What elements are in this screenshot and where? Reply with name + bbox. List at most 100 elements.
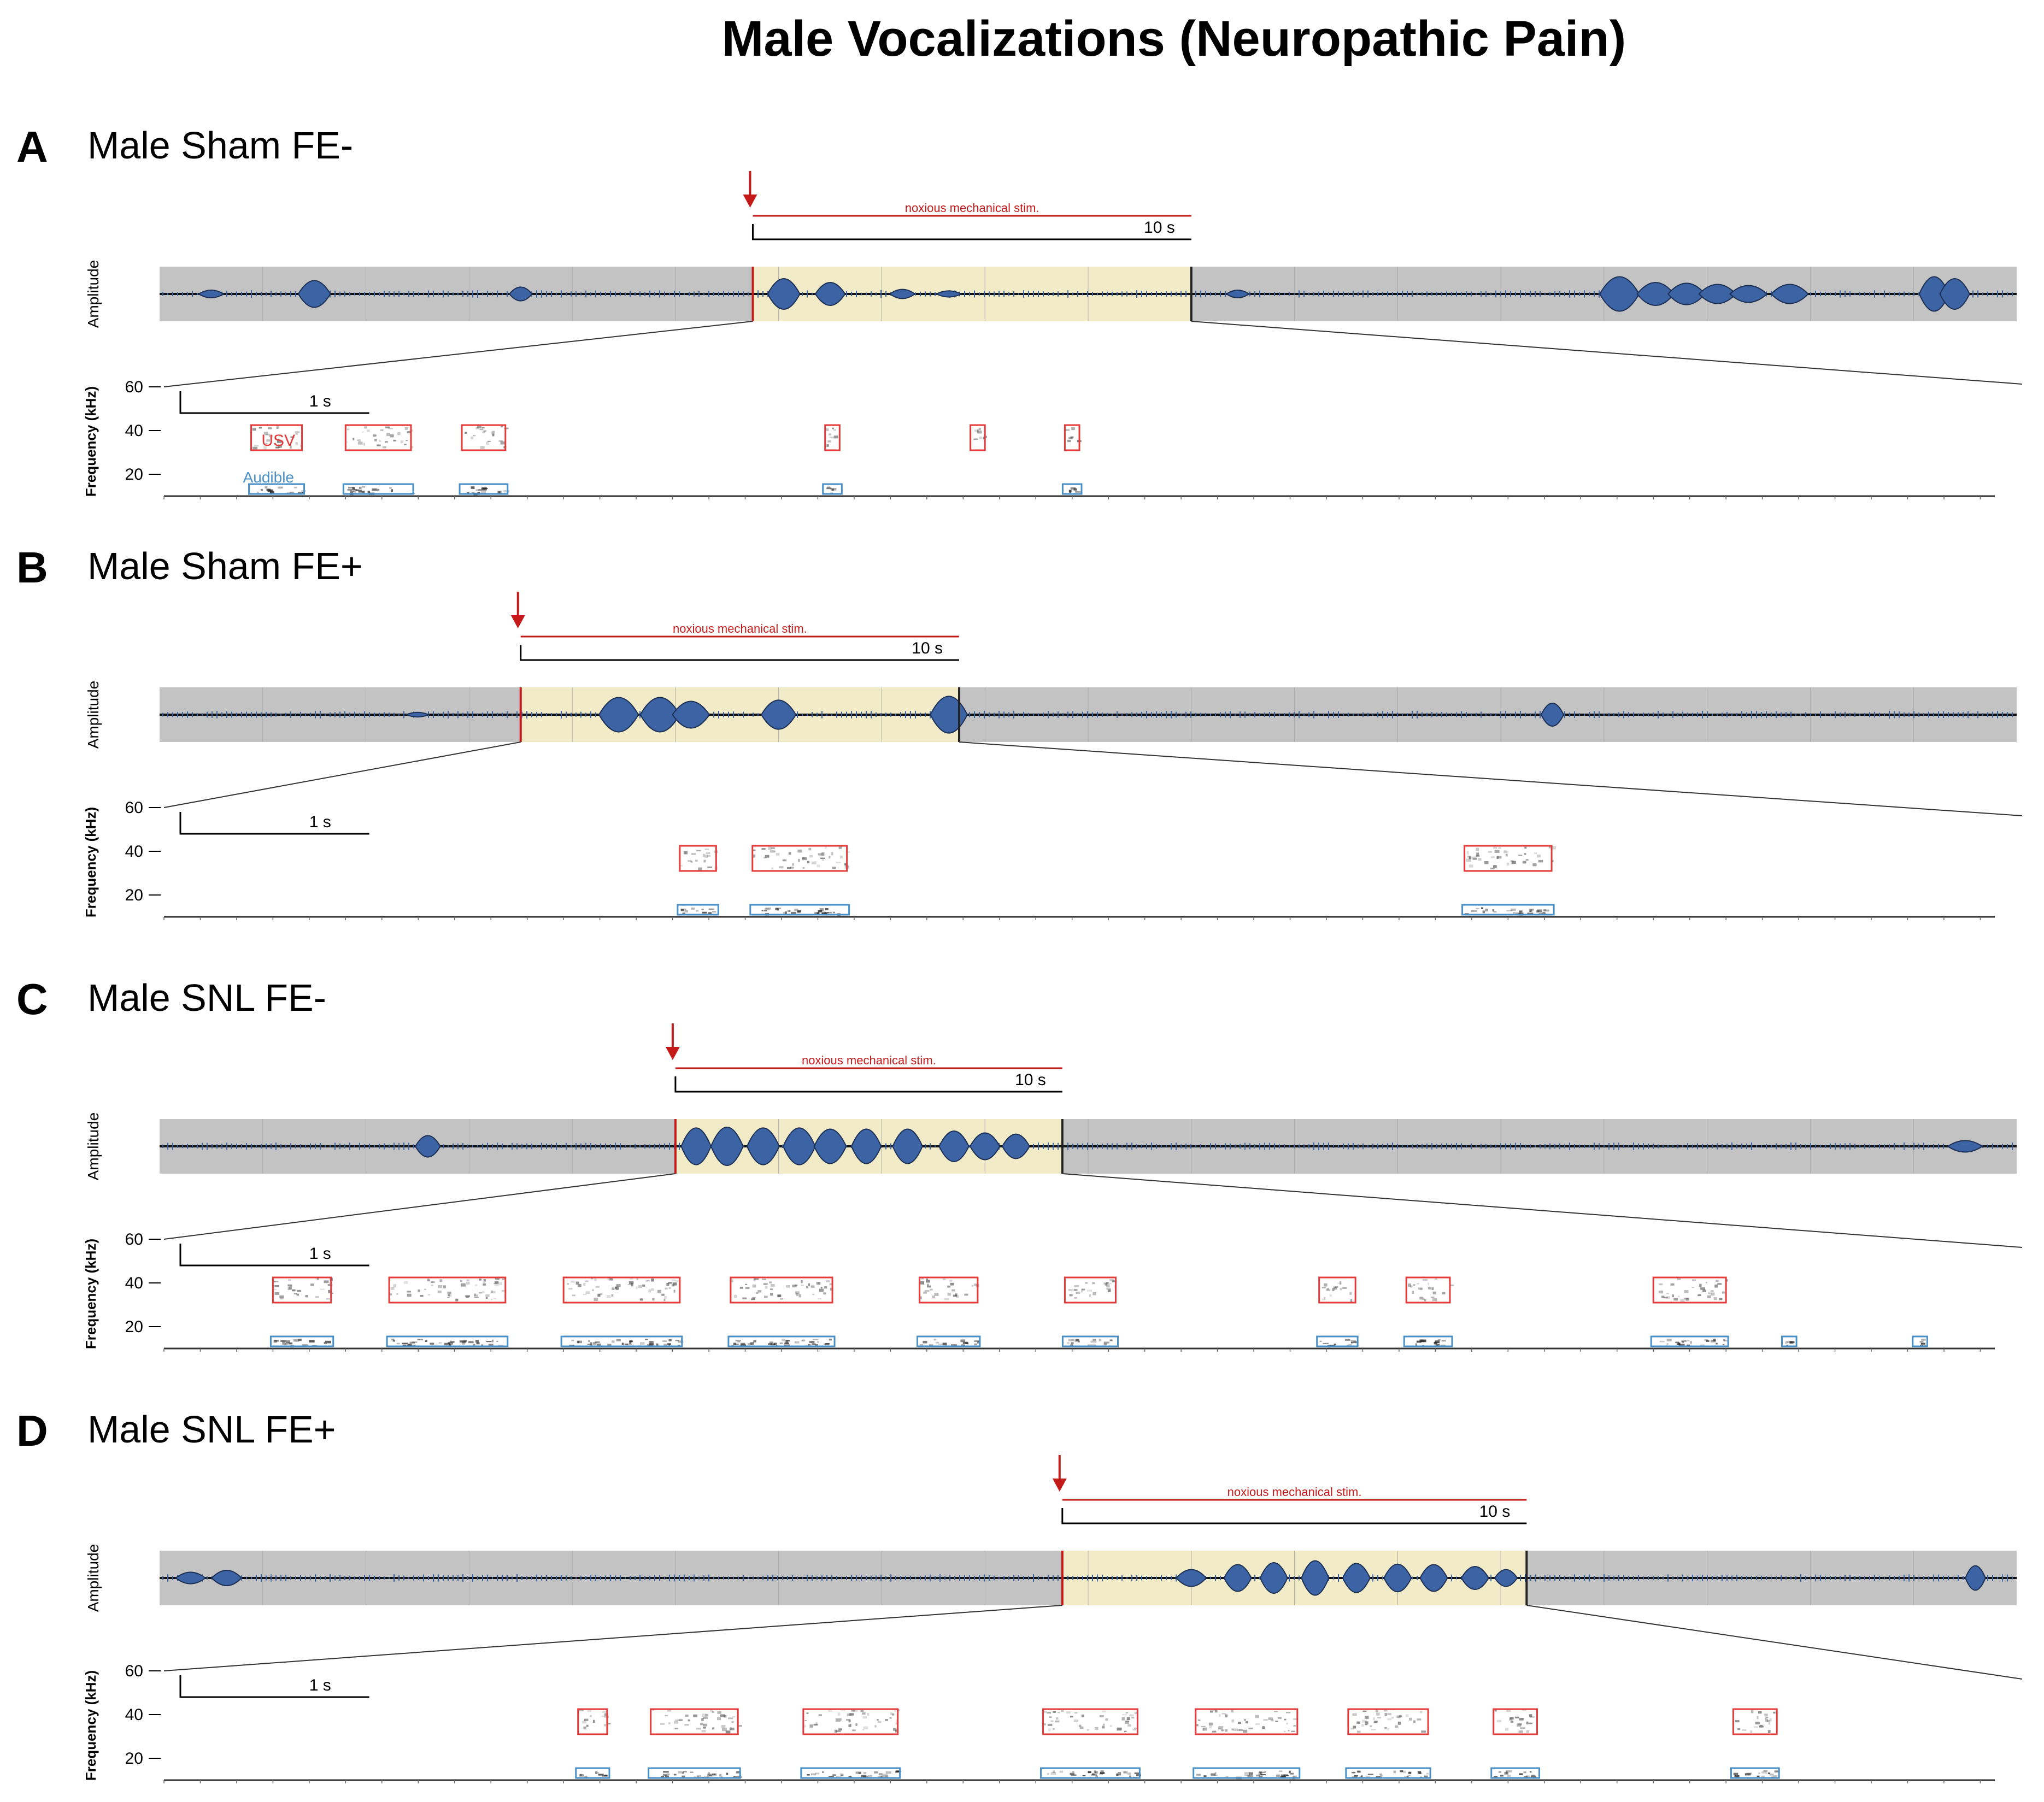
- spectrogram-audible-energy: [1047, 1772, 1049, 1775]
- spectrogram-audible-energy: [468, 1341, 474, 1344]
- spectrogram-energy: [1219, 1714, 1221, 1717]
- spectrogram-energy: [287, 1284, 292, 1287]
- spectrogram-energy: [1428, 1282, 1430, 1286]
- spectrogram-audible-energy: [839, 1773, 844, 1775]
- spectrogram-audible-energy: [1438, 1339, 1441, 1341]
- spectrogram-audible-energy: [604, 1775, 607, 1776]
- frequency-tick-label: 40: [125, 1274, 143, 1292]
- spectrogram-energy: [431, 1285, 433, 1286]
- spectrogram-energy: [707, 855, 711, 857]
- spectrogram-audible-energy: [829, 1775, 834, 1777]
- spectrogram-audible-energy: [785, 1340, 789, 1344]
- audible-box: [560, 1335, 683, 1347]
- spectrogram-audible-energy: [1482, 910, 1485, 914]
- spectrogram-energy: [477, 425, 481, 429]
- spectrogram-energy: [931, 1295, 936, 1299]
- spectrogram-audible-energy: [1070, 1772, 1074, 1775]
- spectrogram-audible-energy: [736, 1771, 741, 1774]
- spectrogram-energy: [629, 1281, 634, 1285]
- spectrogram-energy: [1375, 1709, 1378, 1712]
- amplitude-axis-label: Amplitude: [85, 260, 102, 328]
- spectrogram-energy: [431, 1281, 435, 1283]
- spectrogram-audible-energy: [1684, 1340, 1687, 1342]
- spectrogram-energy: [1717, 1283, 1722, 1285]
- spectrogram-energy: [1692, 1279, 1696, 1281]
- spectrogram-audible-energy: [391, 1339, 395, 1340]
- spectrogram-audible-energy: [577, 1341, 580, 1344]
- spectrogram-audible-energy: [1690, 1341, 1693, 1344]
- spectrogram-energy: [891, 1713, 895, 1716]
- spectrogram-energy: [1112, 1280, 1117, 1282]
- spectrogram-energy: [731, 1279, 733, 1282]
- spectrogram-audible-energy: [682, 1772, 684, 1774]
- spectrogram-energy: [802, 857, 807, 861]
- spectrogram-audible-energy: [974, 1343, 977, 1346]
- spectrogram-audible-energy: [1493, 911, 1497, 913]
- spectrogram-energy: [315, 1295, 319, 1298]
- spectrogram-energy: [287, 1287, 292, 1291]
- spectrogram-audible-energy: [298, 1339, 302, 1341]
- spectrogram-audible-energy: [486, 1340, 492, 1342]
- spectrogram-energy: [1238, 1722, 1241, 1724]
- stim-scale-label: 10 s: [1015, 1071, 1046, 1089]
- spectrogram-energy: [889, 1717, 892, 1719]
- spectrogram-energy: [826, 428, 829, 432]
- spectrogram-audible-energy: [275, 1340, 279, 1342]
- spectrogram-audible-energy: [822, 1771, 824, 1773]
- spectrogram-energy: [1365, 1716, 1369, 1719]
- spectrogram-audible-energy: [974, 1340, 980, 1342]
- spectrogram-energy: [437, 1285, 443, 1288]
- spectrogram-energy: [606, 1294, 611, 1298]
- panel-title: Male SNL FE+: [87, 1408, 336, 1451]
- spectrogram-energy: [782, 859, 786, 862]
- spectrogram-audible-energy: [1435, 1340, 1440, 1344]
- spectrogram-energy: [1670, 1283, 1675, 1286]
- spectrogram-energy: [1131, 1717, 1135, 1719]
- spectrogram-audible-energy: [280, 1340, 286, 1342]
- spectrogram-energy: [1498, 847, 1501, 849]
- spectrogram-audible-energy: [1761, 1771, 1767, 1774]
- spectrogram-energy: [1121, 1717, 1125, 1721]
- spectrogram-energy: [1255, 1715, 1259, 1718]
- spectrogram-audible-energy: [818, 910, 823, 912]
- spectrogram-energy: [1283, 1730, 1286, 1733]
- spectrogram-audible-energy: [285, 1342, 288, 1345]
- waveform-burst: [1947, 1140, 1984, 1153]
- spectrogram-energy: [474, 1293, 477, 1296]
- zoom-line-left: [163, 1173, 676, 1240]
- spectrogram-energy: [752, 854, 756, 858]
- spectrogram-audible-energy: [1704, 1339, 1708, 1341]
- spectrogram-energy: [674, 1728, 678, 1729]
- spectrogram-energy: [1505, 853, 1508, 857]
- spectrogram-audible-energy: [719, 1774, 722, 1777]
- spectrogram-energy: [1284, 1718, 1287, 1721]
- spectrogram-audible-energy: [1659, 1341, 1665, 1342]
- spectrogram-audible-energy: [1504, 1772, 1508, 1775]
- spectrogram-energy: [1419, 1297, 1423, 1300]
- spectrogram-energy: [964, 1293, 968, 1296]
- spectrogram-audible-energy: [260, 488, 263, 491]
- spectrogram-audible-energy: [1400, 1770, 1403, 1772]
- spectrogram-energy: [1373, 1717, 1375, 1721]
- spectrogram-audible-energy: [809, 1341, 815, 1343]
- amplitude-axis-label: Amplitude: [85, 681, 102, 749]
- spectrogram-audible-energy: [1100, 1770, 1104, 1772]
- spectrogram-energy: [1387, 1713, 1391, 1716]
- zoom-line-right: [1062, 1173, 2023, 1248]
- spectrogram-audible-energy: [1103, 1341, 1109, 1344]
- spectrogram-audible-energy: [1745, 1773, 1751, 1776]
- spectrogram-audible-energy: [616, 1339, 621, 1341]
- audible-box: [1403, 1335, 1453, 1347]
- spectrogram-energy: [1060, 1710, 1064, 1712]
- spectrogram-energy: [483, 1281, 486, 1283]
- spectrogram-energy: [447, 1297, 450, 1298]
- spectrogram-energy: [1081, 1288, 1085, 1291]
- spectrogram-energy: [974, 429, 977, 432]
- spectrogram-energy: [1324, 1283, 1328, 1287]
- spectrogram-audible-energy: [1123, 1771, 1127, 1774]
- spectrogram-energy: [1081, 1289, 1084, 1293]
- spectrogram-audible-energy: [880, 1775, 883, 1779]
- spectrogram-energy: [1079, 1726, 1084, 1729]
- spectrogram-energy: [705, 1713, 709, 1717]
